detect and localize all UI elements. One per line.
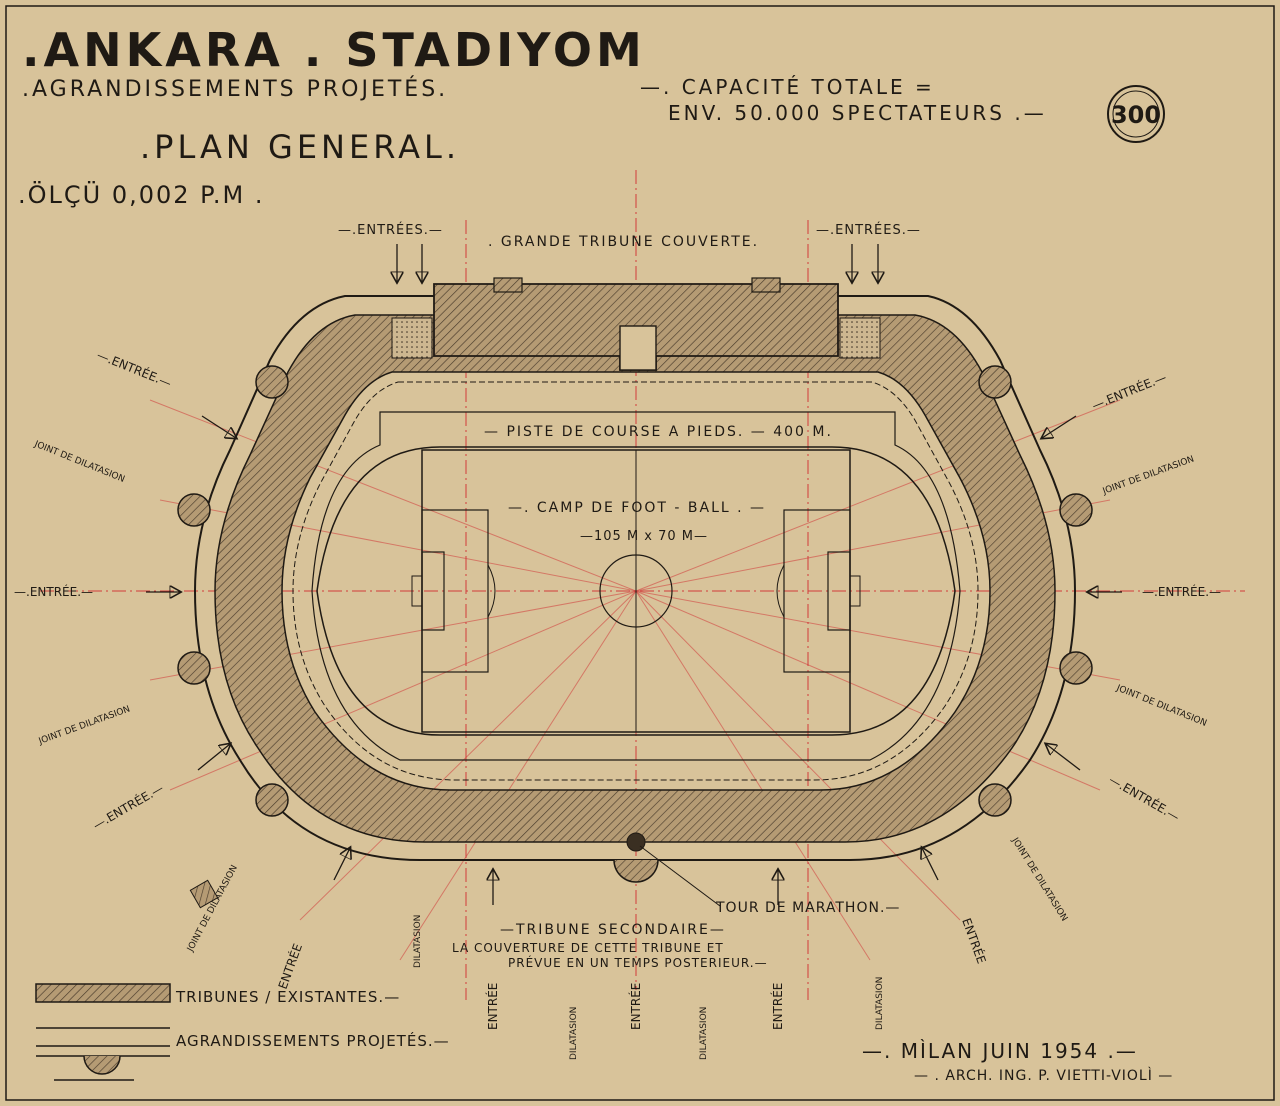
- running-track: [316, 446, 956, 736]
- penalty-arc-left: [487, 564, 496, 618]
- existing-tribunes-ring: [214, 314, 1056, 843]
- entree-label-e: —.ENTRÉE.—: [1142, 584, 1221, 599]
- legend-existing-swatch: [35, 983, 171, 1003]
- penalty-arc-right: [776, 564, 785, 618]
- marathon-tower-label: TOUR DE MARATHON.—: [715, 900, 900, 916]
- track-outer: [311, 411, 961, 761]
- joint-label-e-upper: JOINT DE DILATASION: [1101, 454, 1196, 497]
- cover-note-line-2: PRÉVUE EN UN TEMPS POSTERIEUR.—: [508, 955, 768, 970]
- stair-turrets: [177, 365, 1093, 883]
- joint-label-se: JOINT DE DILATASION: [1009, 835, 1069, 923]
- legend-existing-label: TRIBUNES / EXISTANTES.—: [175, 988, 400, 1006]
- drawing-title: .ANKARA . STADIYOM: [22, 23, 646, 77]
- entree-label-ssw: ENTRÉE: [275, 941, 305, 991]
- legend: TRIBUNES / EXISTANTES.— AGRANDISSEMENTS …: [35, 983, 450, 1081]
- goal-right: [849, 575, 861, 607]
- sheet-number: 300: [1111, 101, 1161, 129]
- field-dimensions: —105 M x 70 M—: [580, 529, 708, 544]
- sheet-number-inner-circle: [1112, 90, 1160, 138]
- entree-label-s3: ENTRÉE: [770, 983, 785, 1030]
- stadium-bowl: [193, 295, 1077, 861]
- entree-label-sse: ENTRÉE: [959, 916, 989, 966]
- entree-label-s1: ENTRÉE: [485, 983, 500, 1030]
- joint-label-sw: JOINT DE DILATASION: [185, 864, 240, 955]
- inner-tribune-edge: [292, 381, 979, 781]
- scale-label: .ÖLÇÜ 0,002 P.M .: [18, 180, 265, 209]
- drawing-subtitle: .AGRANDISSEMENTS PROJETÉS.: [22, 76, 448, 102]
- joint-label-w-lower: JOINT DE DILATASION: [37, 704, 132, 747]
- joint-label-w-upper: JOINT DE DILATASION: [32, 439, 126, 485]
- place-date: —. MÌLAN JUIN 1954 .—: [862, 1039, 1138, 1063]
- dilatasion-label-4: DILATASION: [875, 977, 885, 1030]
- sheet-number-circle: [1107, 85, 1165, 143]
- marathon-leader-line: [639, 845, 721, 907]
- grand-tribune-label: . GRANDE TRIBUNE COUVERTE.: [488, 234, 759, 250]
- plan-title: .PLAN GENERAL.: [140, 128, 460, 166]
- dilatasion-label-3: DILATASION: [699, 1007, 709, 1060]
- entree-label-nw: —.ENTRÉE.—: [95, 347, 174, 391]
- joint-label-e-lower: JOINT DE DILATASION: [1114, 683, 1208, 729]
- legend-turret-symbol: [83, 1055, 121, 1075]
- track-label: — PISTE DE COURSE A PIEDS. — 400 M.: [484, 424, 833, 440]
- dilatasion-label-2: DILATASION: [569, 1007, 579, 1060]
- legend-projected-label: AGRANDISSEMENTS PROJETÉS.—: [176, 1031, 450, 1050]
- capacity-line-2: ENV. 50.000 SPECTATEURS .—: [668, 101, 1047, 125]
- entree-label-ne: —.ENTRÉE.—: [1090, 369, 1169, 413]
- joint-sample-swatch: [189, 879, 219, 909]
- entrees-label-left: —.ENTRÉES.—: [338, 222, 443, 238]
- sheet-frame: [5, 5, 1275, 1101]
- dilatasion-label-1: DILATASION: [413, 915, 423, 968]
- secondary-tribune-label: —TRIBUNE SECONDAIRE—: [500, 922, 726, 938]
- grand-tribune-building: [391, 277, 881, 371]
- entrees-label-right: —.ENTRÉES.—: [816, 222, 921, 238]
- entree-label-se: —.ENTRÉE.—: [1107, 772, 1183, 825]
- entree-label-s2: ENTRÉE: [628, 983, 643, 1030]
- goal-left: [411, 575, 423, 607]
- architect-credit: — . ARCH. ING. P. VIETTI-VIOLÌ —: [914, 1067, 1173, 1084]
- cover-note-line-1: LA COUVERTURE DE CETTE TRIBUNE ET: [452, 941, 724, 955]
- field-label: —. CAMP DE FOOT - BALL . —: [508, 500, 766, 516]
- capacity-line-1: —. CAPACITÉ TOTALE =: [640, 75, 935, 99]
- centre-circle: [599, 554, 673, 628]
- entry-arrows: [146, 244, 1122, 905]
- entree-label-w: —.ENTRÉE.—: [14, 584, 93, 599]
- entree-label-sw: —.ENTRÉE.—: [90, 780, 166, 833]
